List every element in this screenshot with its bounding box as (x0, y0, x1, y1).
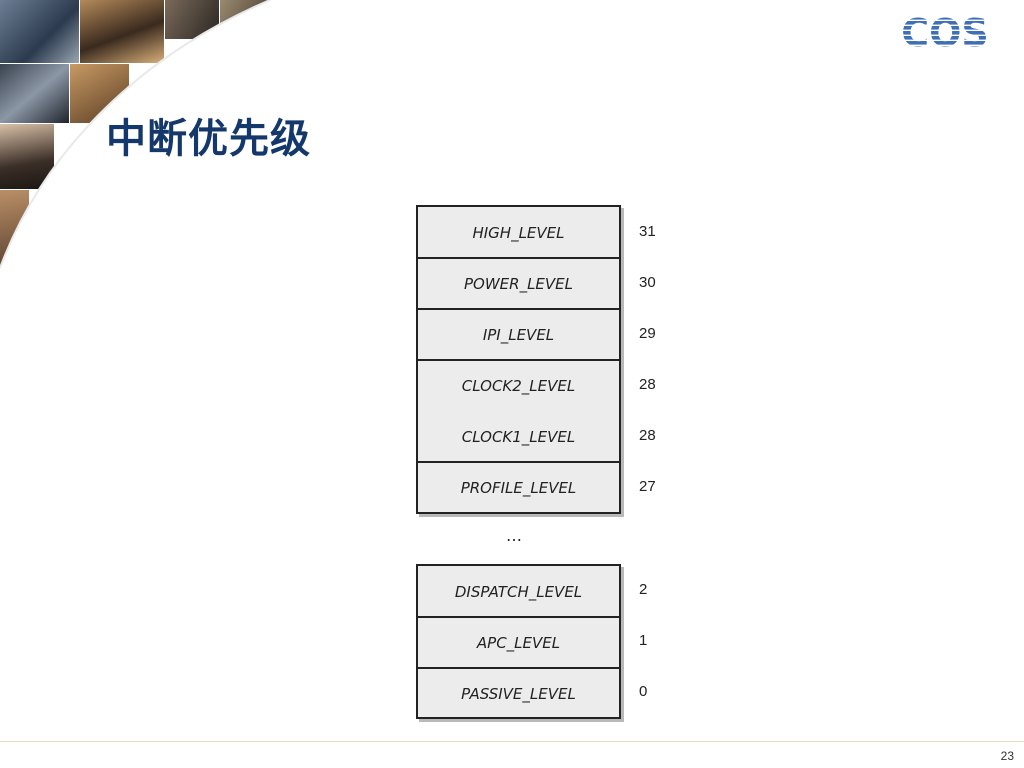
level-box-high: HIGH_LEVEL (472, 223, 565, 242)
slide-title: 中断优先级 (106, 116, 311, 162)
level-box-dispatch: DISPATCH_LEVEL (454, 582, 583, 601)
level-value-passive: 0 (639, 683, 648, 700)
level-divider (418, 308, 619, 310)
level-value-clock1: 28 (639, 427, 656, 444)
level-box-clock2: CLOCK2_LEVEL (461, 376, 576, 395)
level-value-ipi: 29 (639, 325, 656, 342)
svg-text:COS: COS (901, 16, 989, 50)
footer-divider (0, 741, 1024, 742)
priority-stack-upper: HIGH_LEVEL POWER_LEVEL IPI_LEVEL CLOCK2_… (416, 205, 621, 514)
level-divider (418, 667, 619, 669)
level-box-profile: PROFILE_LEVEL (460, 478, 577, 497)
level-divider (418, 616, 619, 618)
level-box-passive: PASSIVE_LEVEL (461, 684, 576, 703)
photo-tile (80, 0, 165, 64)
priority-stack-lower: DISPATCH_LEVEL APC_LEVEL PASSIVE_LEVEL (416, 564, 621, 719)
level-divider (418, 257, 619, 259)
omitted-levels-ellipsis: … (506, 526, 523, 545)
photo-tile (0, 64, 70, 124)
page-number: 23 (1000, 749, 1014, 763)
level-box-power: POWER_LEVEL (463, 274, 573, 293)
level-value-profile: 27 (639, 478, 656, 495)
level-value-dispatch: 2 (639, 581, 648, 598)
level-box-clock1: CLOCK1_LEVEL (461, 427, 576, 446)
level-value-clock2: 28 (639, 376, 656, 393)
cos-logo: COS (884, 11, 1006, 55)
level-box-ipi: IPI_LEVEL (482, 325, 555, 344)
level-divider (418, 359, 619, 361)
collage-curve-mask (0, 0, 280, 280)
level-value-apc: 1 (639, 632, 648, 649)
photo-tile (0, 0, 80, 64)
level-value-power: 30 (639, 274, 656, 291)
level-divider (418, 461, 619, 463)
level-box-apc: APC_LEVEL (476, 633, 561, 652)
level-value-high: 31 (639, 223, 656, 240)
cos-logo-graphic: COS (901, 11, 989, 55)
